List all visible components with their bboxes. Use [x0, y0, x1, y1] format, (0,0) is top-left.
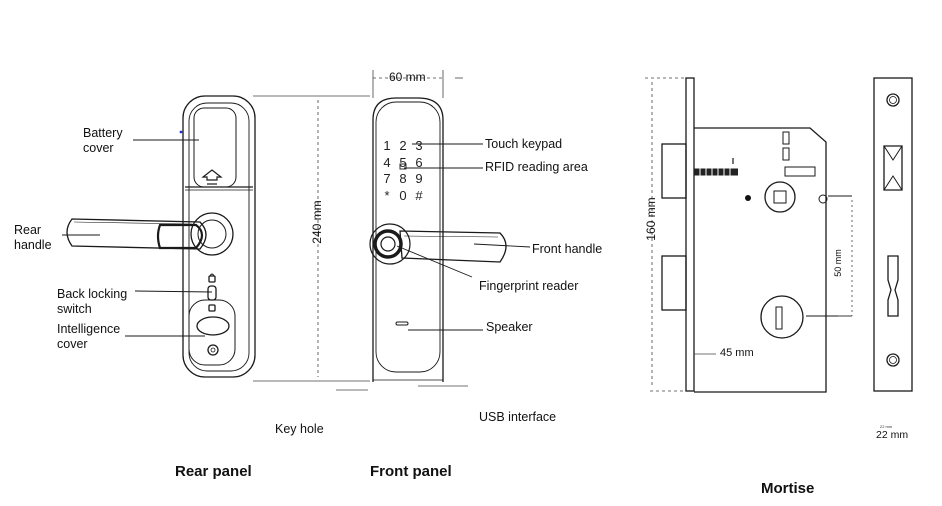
- leader-lines: [62, 139, 531, 337]
- key-6: 6: [415, 155, 423, 170]
- dimension-lines: [253, 70, 853, 392]
- rear-panel-body: [182, 95, 256, 378]
- key-9: 9: [415, 171, 423, 186]
- front-handle-label: Front handle: [532, 242, 603, 256]
- intelligence-cover: [196, 316, 230, 336]
- key-4: 4: [383, 155, 391, 170]
- faceplate-width-dimension: 22 mm: [876, 429, 909, 441]
- mortise-height-dimension: 160 mm: [644, 197, 658, 241]
- battery-cover-label: Battery cover: [83, 126, 123, 155]
- key-hash: #: [415, 188, 423, 203]
- battery-cover-arrow-icon: [201, 169, 223, 185]
- key-7: 7: [383, 171, 391, 186]
- faceplate: [873, 77, 913, 392]
- front-panel-title: Front panel: [370, 463, 452, 480]
- key-hole-label: Key hole: [275, 422, 324, 436]
- back-locking-switch-label: Back locking switch: [57, 287, 128, 316]
- faceplate-tiny-label: 22 mm: [880, 424, 893, 429]
- marker-dot: [179, 130, 183, 134]
- fingerprint-reader-label: Fingerprint reader: [479, 279, 579, 293]
- latch-spring: [694, 158, 738, 178]
- height-dimension: 240 mm: [310, 200, 324, 244]
- intelligence-cover-label: Intelligence cover: [57, 322, 121, 351]
- key-3: 3: [415, 138, 423, 153]
- rear-panel-title: Rear panel: [175, 463, 252, 480]
- key-hole-icon: [207, 344, 219, 356]
- front-handle: [399, 230, 507, 263]
- rfid-area-label: RFID reading area: [485, 160, 588, 174]
- speaker-label: Speaker: [486, 320, 533, 334]
- key-5: 5: [399, 155, 407, 170]
- width-dimension: 60 mm: [389, 70, 426, 84]
- key-1: 1: [383, 138, 391, 153]
- speaker-grille: [395, 321, 409, 326]
- mortise-title: Mortise: [761, 480, 815, 497]
- mortise-pin: [745, 195, 751, 201]
- backset-dimension: 45 mm: [720, 347, 754, 359]
- key-8: 8: [399, 171, 407, 186]
- key-star: *: [384, 188, 390, 203]
- key-2: 2: [399, 138, 407, 153]
- back-locking-switch: [207, 273, 217, 312]
- touch-keypad-label: Touch keypad: [485, 137, 563, 151]
- rfid-area-marker: [399, 163, 407, 170]
- usb-interface-label: USB interface: [479, 410, 557, 424]
- key-0: 0: [399, 188, 407, 203]
- rear-handle-label: Rear handle: [14, 223, 52, 252]
- mortise-body: [661, 77, 852, 393]
- spacing-dimension: 50 mm: [833, 249, 843, 277]
- rear-handle: [66, 212, 234, 256]
